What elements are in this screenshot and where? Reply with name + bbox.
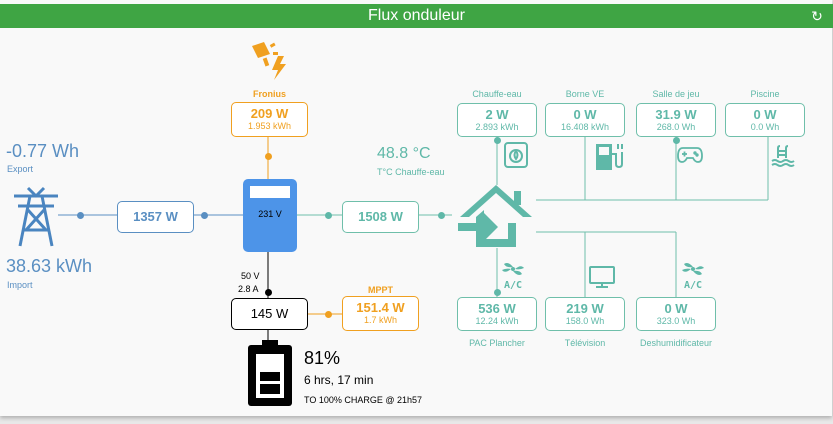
- load-power: 2 W: [485, 107, 509, 122]
- flow-dot: [76, 211, 84, 219]
- television-icon: [589, 266, 615, 288]
- load-power: 536 W: [478, 301, 516, 316]
- mppt-energy: 1.7 kWh: [363, 315, 397, 325]
- load-name-chauffe-eau: Chauffe-eau: [472, 89, 522, 99]
- flow-dot: [493, 288, 501, 296]
- load-energy: 2.893 kWh: [475, 122, 519, 132]
- mppt-name: MPPT: [367, 285, 393, 295]
- card-title: Flux onduleur: [368, 7, 465, 24]
- battery-flow-box: 145 W: [231, 298, 308, 330]
- flow-dot: [264, 152, 272, 160]
- load-energy: 0.0 Wh: [750, 122, 780, 132]
- solar-name: Fronius: [253, 89, 286, 99]
- grid-import-label: Import: [7, 280, 33, 290]
- ac-label: A/C: [503, 280, 523, 291]
- load-power: 0 W: [573, 107, 597, 122]
- air-conditioner-icon: [682, 263, 704, 275]
- mppt-box: 151.4 W 1.7 kWh: [342, 296, 419, 331]
- solar-power: 209 W: [250, 106, 289, 121]
- load-box-pac-plancher: 536 W 12.24 kWh: [457, 297, 537, 331]
- flow-dot: [200, 211, 208, 219]
- refresh-icon[interactable]: ↻: [811, 8, 823, 24]
- solar-box: 209 W 1.953 kWh: [231, 102, 308, 137]
- load-name-pac-plancher: PAC Plancher: [469, 338, 525, 348]
- flow-dot: [324, 211, 332, 219]
- load-energy: 12.24 kWh: [475, 316, 519, 326]
- load-name-piscine: Piscine: [750, 89, 780, 99]
- water-heater-icon: [504, 142, 528, 168]
- inverter-voltage: 231 V: [258, 209, 282, 219]
- flow-dot: [437, 211, 445, 219]
- battery-icon: [248, 340, 292, 406]
- grid-export-label: Export: [7, 164, 34, 174]
- house-flow-box: 1508 W: [342, 201, 419, 233]
- flow-dot: [672, 136, 680, 144]
- load-name-salle-de-jeu: Salle de jeu: [652, 89, 700, 99]
- battery-charge-note: TO 100% CHARGE @ 21h57: [304, 395, 423, 405]
- inverter: 231 V: [243, 179, 297, 252]
- inverter-display: [250, 186, 290, 198]
- grid-export-value: -0.77 Wh: [6, 141, 80, 161]
- grid-flow-box: 1357 W: [117, 201, 194, 233]
- load-name-borne-ve: Borne VE: [565, 89, 605, 99]
- load-power: 31.9 W: [655, 107, 697, 122]
- gamepad-icon: [677, 147, 703, 163]
- water-heater-temp: 48.8 °C: [377, 145, 431, 162]
- load-name-television: Télévision: [564, 338, 606, 348]
- load-energy: 268.0 Wh: [656, 122, 696, 132]
- load-energy: 323.0 Wh: [656, 316, 696, 326]
- load-power: 0 W: [753, 107, 777, 122]
- solar-energy: 1.953 kWh: [247, 121, 292, 131]
- battery-voltage: 50 V: [241, 271, 260, 281]
- flow-dot: [493, 136, 501, 144]
- pool-icon: [771, 145, 795, 167]
- water-heater-temp-label: T°C Chauffe-eau: [377, 167, 445, 177]
- battery-current: 2.8 A: [238, 284, 259, 294]
- load-box-television: 219 W 158.0 Wh: [545, 297, 625, 331]
- load-box-deshumidificateur: 0 W 323.0 Wh: [636, 297, 716, 331]
- load-box-borne-ve: 0 W 16.408 kWh: [545, 103, 625, 137]
- card-header: Flux onduleur ↻: [0, 4, 833, 28]
- mppt-power: 151.4 W: [356, 300, 405, 315]
- home-import-icon: [458, 185, 532, 247]
- battery-soc: 81%: [304, 348, 341, 368]
- load-name-deshumidificateur: Deshumidificateur: [639, 338, 713, 348]
- ac-label: A/C: [683, 280, 703, 291]
- load-box-piscine: 0 W 0.0 Wh: [725, 103, 805, 137]
- flow-dot: [264, 288, 272, 296]
- solar-panel-icon: [252, 42, 286, 80]
- grid-import-value: 38.63 kWh: [6, 256, 93, 276]
- battery-time: 6 hrs, 17 min: [304, 373, 374, 387]
- flow-dot: [324, 310, 332, 318]
- ev-charger-icon: [596, 144, 623, 170]
- load-power: 0 W: [664, 301, 688, 316]
- air-conditioner-icon: [502, 263, 524, 275]
- load-box-chauffe-eau: 2 W 2.893 kWh: [457, 103, 537, 137]
- power-pylon-icon: [14, 186, 58, 247]
- load-energy: 158.0 Wh: [565, 316, 605, 326]
- load-box-salle-de-jeu: 31.9 W 268.0 Wh: [636, 103, 716, 137]
- load-energy: 16.408 kWh: [560, 122, 610, 132]
- load-power: 219 W: [566, 301, 604, 316]
